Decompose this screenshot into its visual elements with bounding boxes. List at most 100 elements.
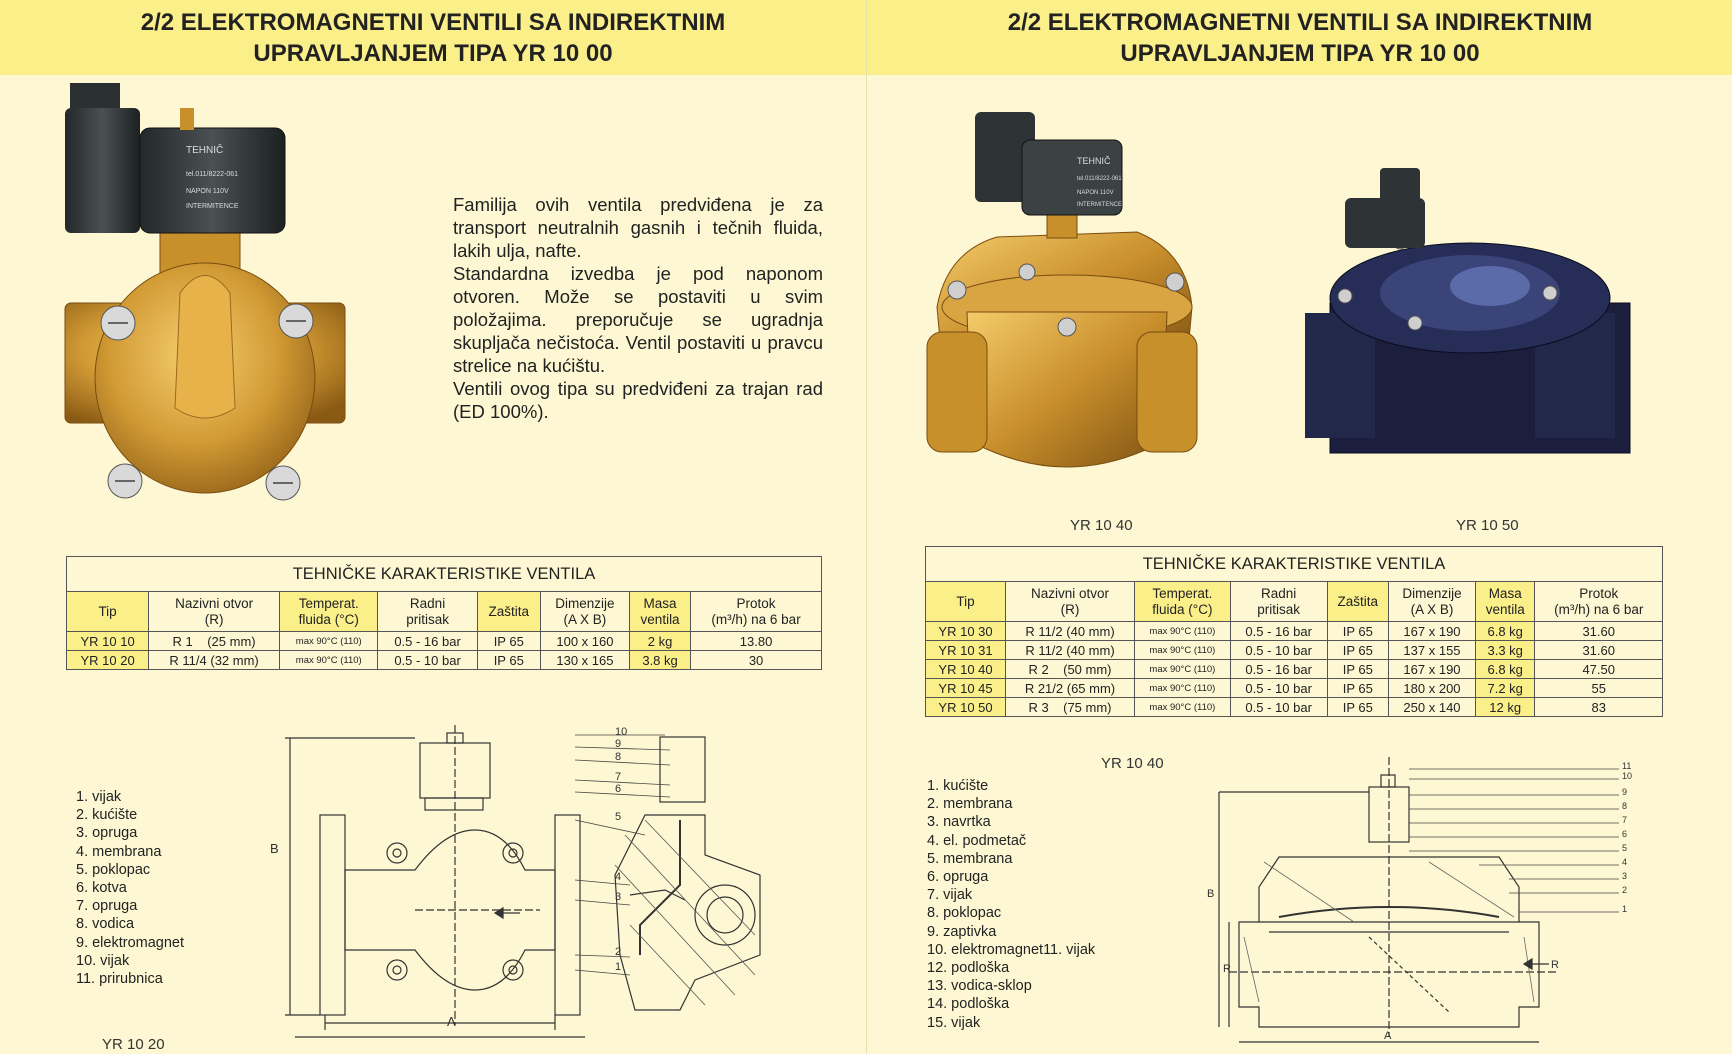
list-item: 10. elektromagnet11. vijak [927,941,1096,958]
page-title-line1: 2/2 ELEKTROMAGNETNI VENTILI SA INDIREKTN… [1007,9,1593,36]
technical-drawing-yr1040: B R A R 11 10 9 8 7 6 5 4 3 2 1 [1207,757,1632,1043]
photo-caption-yr1050: YR 10 50 [1456,517,1519,534]
callout-1: 1 [1622,904,1627,914]
table-cell: R 21/2 (65 mm) [1005,678,1135,698]
photo-caption-yr1040: YR 10 40 [1070,517,1133,534]
list-item: 4. el. podmetač [927,832,1027,849]
column-header: Zaštita [476,591,541,632]
table-cell: 167 x 190 [1388,621,1476,641]
column-header: Nazivni otvor (R) [1005,581,1135,622]
column-header: Tip [65,591,150,632]
spec-table-title: TEHNIČKE KARAKTERISTIKE VENTILA [66,556,822,592]
list-item: 7. vijak [927,887,973,904]
table-cell: YR 10 45 [924,678,1007,698]
table-cell: 3.8 kg [629,650,692,670]
list-item: 11. prirubnica [76,971,163,988]
callout-7: 7 [615,771,621,783]
table-cell: 31.60 [1534,621,1663,641]
table-cell: 180 x 200 [1388,678,1476,698]
table-cell: 0.5 - 10 bar [1229,678,1328,698]
drawing-caption-yr1040: YR 10 40 [1101,755,1164,772]
list-item: 8. vodica [76,916,135,933]
list-item: 1. vijak [76,789,122,805]
table-cell: max 90°C (110) [1133,621,1231,641]
table-cell: IP 65 [1326,697,1390,717]
table-cell: 7.2 kg [1474,678,1536,698]
left-page: 2/2 ELEKTROMAGNETNI VENTILI SA INDIREKTN… [0,0,866,1054]
callout-2: 2 [615,946,621,958]
dim-label-a: A [1384,1030,1392,1042]
table-cell: R 3 (75 mm) [1005,697,1135,717]
list-item: 10. vijak [76,952,130,969]
coil-label-line4: INTERMITENCE [186,203,239,210]
column-header: Radni pritisak [1229,581,1328,622]
spec-table-title: TEHNIČKE KARAKTERISTIKE VENTILA [925,546,1663,582]
table-cell: IP 65 [1326,640,1390,660]
callout-5: 5 [1622,843,1627,853]
dim-label-r-right: R [1551,959,1559,971]
callout-4: 4 [615,871,621,883]
column-header: Dimenzije (A X B) [539,591,631,632]
page-title-line2: UPRAVLJANJEM TIPA YR 10 00 [1120,40,1480,67]
table-cell: 100 x 160 [539,631,631,651]
callout-10: 10 [615,726,627,738]
table-cell: 167 x 190 [1388,659,1476,679]
list-item: 1. kućište [927,778,989,794]
callout-4: 4 [1622,857,1627,867]
dim-label-r-left: R [1223,963,1231,975]
valve-photo-yr1050 [1305,168,1631,454]
table-cell: 0.5 - 10 bar [377,650,478,670]
table-cell: max 90°C (110) [279,650,379,670]
description-text: Familija ovih ventila predviđena je za t… [453,193,823,423]
coil-label-line1: TEHNIČ [186,143,223,156]
title-banner [867,0,1732,75]
table-cell: 0.5 - 16 bar [377,631,478,651]
table-cell: IP 65 [476,631,541,651]
column-header: Temperat. fluida (°C) [1133,581,1231,622]
dim-label-a: A [447,1014,456,1029]
description-paragraph-2: Standardna izvedba je pod naponom otvore… [453,263,823,376]
table-cell: YR 10 20 [65,650,150,670]
column-header: Masa ventila [629,591,692,632]
column-header: Temperat. fluida (°C) [279,591,379,632]
list-item: 6. opruga [927,869,989,886]
table-cell: 83 [1534,697,1663,717]
list-item: 9. zaptivka [927,923,997,940]
table-cell: 250 x 140 [1388,697,1476,717]
callout-7: 7 [1622,815,1627,825]
table-cell: IP 65 [476,650,541,670]
list-item: 8. poklopac [927,905,1002,922]
column-header: Protok (m³/h) na 6 bar [690,591,822,632]
coil-label-line3: NAPON 110V [186,188,229,195]
coil-label-line4: INTERMITENCE [1077,202,1122,208]
coil-label-line2: tel.011/8222-061 [1077,176,1122,182]
table-cell: 55 [1534,678,1663,698]
table-cell: 6.8 kg [1474,659,1536,679]
coil-label-line3: NAPON 110V [1077,190,1114,196]
table-cell: max 90°C (110) [279,631,379,651]
technical-drawing-yr1020: B A 10 9 8 7 6 5 4 3 2 1 [270,725,761,1038]
list-item: 2. membrana [927,796,1013,813]
list-item: 6. kotva [76,880,127,897]
table-cell: R 11/2 (40 mm) [1005,621,1135,641]
list-item: 12. podloška [927,960,1010,977]
table-cell: IP 65 [1326,621,1390,641]
right-page: 2/2 ELEKTROMAGNETNI VENTILI SA INDIREKTN… [866,0,1732,1054]
callout-3: 3 [615,891,621,903]
table-cell: 2 kg [629,631,692,651]
valve-photo-yr1020: TEHNIČ tel.011/8222-061 NAPON 110V INTER… [64,83,346,501]
callout-2: 2 [1622,885,1627,895]
table-cell: YR 10 40 [924,659,1007,679]
table-cell: max 90°C (110) [1133,697,1231,717]
table-cell: 0.5 - 16 bar [1229,659,1328,679]
coil-label-line2: tel.011/8222-061 [186,171,238,178]
coil-label-line1: TEHNIČ [1077,156,1111,166]
title-banner [0,0,866,75]
column-header: Masa ventila [1474,581,1536,622]
